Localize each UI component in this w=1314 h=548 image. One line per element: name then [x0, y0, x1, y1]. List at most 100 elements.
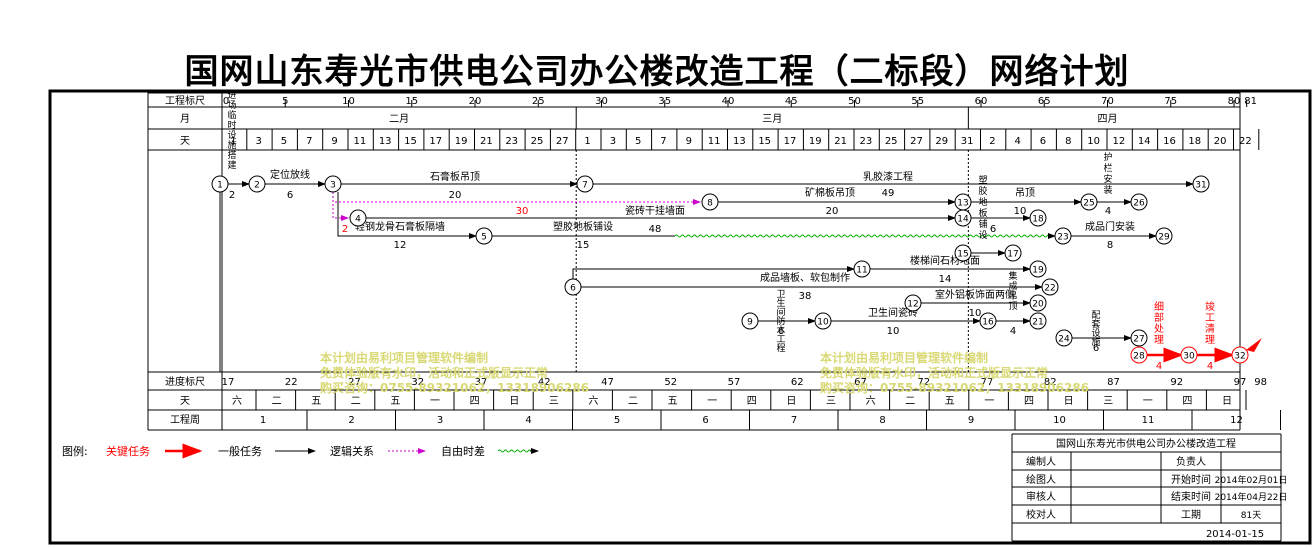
task-label: 成品墙板、软包制作: [760, 271, 850, 284]
progress-tick: 32: [411, 377, 424, 388]
day-label: 11: [354, 136, 367, 147]
task-label: 进: [227, 90, 236, 101]
task-label: 配: [1091, 310, 1100, 321]
day-label: 14: [1138, 136, 1151, 147]
task-label: 矿棉板吊顶: [805, 186, 855, 199]
progress-tick: 97: [1234, 377, 1247, 388]
legend-logic-label: 逻辑关系: [330, 444, 374, 458]
task-arrow: [572, 266, 855, 279]
info-date: 2014-01-15: [1206, 529, 1264, 540]
info-label: 绘图人: [1026, 473, 1056, 486]
day-label: 23: [860, 136, 873, 147]
day-label: 21: [480, 136, 493, 147]
day-label: 27: [556, 136, 569, 147]
progress-tick: 42: [538, 377, 551, 388]
day-label: 5: [281, 136, 287, 147]
task-duration: 15: [577, 240, 590, 251]
weekday-label: 二: [905, 396, 915, 407]
critical-duration: 4: [1207, 361, 1213, 372]
task-label: 设: [978, 230, 987, 241]
task-label: 塑: [978, 175, 987, 186]
weekday-label: 六: [588, 395, 598, 407]
task-label: 装: [1103, 184, 1112, 196]
progress-tick: 37: [475, 377, 488, 388]
node-circle: [1130, 346, 1148, 364]
task-label: 时: [227, 119, 236, 131]
progress-tick: 17: [222, 377, 235, 388]
node-circle: [1130, 193, 1148, 211]
task-label: 顶: [1008, 301, 1017, 312]
progress-tick: 57: [728, 377, 741, 388]
week-label: 12: [1230, 415, 1243, 426]
info-label: 开始时间: [1171, 473, 1211, 486]
weekday-label: 六: [232, 395, 242, 407]
node-circle: [576, 175, 594, 193]
weekday-label: 二: [628, 396, 638, 407]
node-id: 22: [1044, 284, 1055, 294]
outer-frame: [48, 89, 1312, 545]
progress-tick: 62: [791, 377, 804, 388]
day-label: 1: [230, 136, 236, 147]
task-arrow: [337, 192, 477, 239]
day-label: 6: [1040, 136, 1046, 147]
float-duration: 30: [516, 206, 529, 217]
task-duration: 20: [826, 206, 839, 217]
end-flag: [1246, 338, 1262, 352]
node-circle: [954, 244, 972, 262]
node-circle: [248, 175, 266, 193]
day-label: 4: [1014, 136, 1020, 147]
task-duration: 6: [990, 224, 996, 235]
node-id: 5: [481, 233, 487, 243]
node-circle: [1192, 175, 1210, 193]
task-duration: 12: [394, 240, 407, 251]
task-label: 板: [978, 207, 987, 219]
node-id: 10: [817, 318, 829, 328]
page-title: 国网山东寿光市供电公司办公楼改造工程（二标段）网络计划: [184, 52, 1130, 92]
task-label: 卫: [776, 290, 785, 300]
day-label: 19: [455, 136, 468, 147]
node-circle: [1055, 329, 1073, 347]
info-table-header: 国网山东寿光市供电公司办公楼改造工程: [1056, 437, 1236, 450]
task-label: 水: [776, 324, 785, 336]
node-id: 1: [217, 181, 223, 191]
node-id: 15: [957, 250, 968, 260]
progress-tick: 87: [1107, 377, 1120, 388]
weekday-label: 二: [272, 396, 282, 407]
node-circle: [1029, 312, 1047, 330]
day-label: 7: [660, 136, 666, 147]
day-label: 1: [584, 136, 590, 147]
task-label: 场: [227, 100, 236, 111]
weekday-label: 一: [707, 396, 717, 407]
task-label: 生: [776, 297, 785, 309]
day-label: 8: [1065, 136, 1071, 147]
day-label: 12: [1113, 136, 1126, 147]
critical-label: 理: [1154, 334, 1164, 346]
task-duration: 6: [778, 326, 784, 337]
node-id: 13: [957, 199, 968, 209]
week-label: 11: [1142, 415, 1155, 426]
node-id: 11: [856, 266, 867, 276]
node-circle: [1180, 346, 1198, 364]
node-id: 32: [1234, 352, 1245, 362]
critical-label: 部: [1154, 311, 1164, 324]
day-label: 13: [379, 136, 392, 147]
task-label: 设: [227, 130, 236, 141]
scale-label: 工程周: [170, 414, 200, 426]
week-label: 10: [1053, 415, 1066, 426]
task-duration: 6: [1093, 343, 1099, 354]
task-label: 成: [1008, 280, 1017, 292]
week-label: 7: [791, 415, 797, 426]
week-label: 4: [525, 415, 531, 426]
weekday-label: 三: [549, 396, 559, 407]
node-circle: [1029, 294, 1047, 312]
weekday-label: 四: [747, 396, 757, 407]
node-id: 17: [1007, 250, 1018, 260]
node-id: 19: [1032, 266, 1044, 276]
node-circle: [954, 209, 972, 227]
task-label: 室外铝板饰面两侧: [935, 288, 1015, 301]
info-value: 81天: [1241, 511, 1261, 521]
task-label: 搭: [227, 149, 236, 161]
day-label: 10: [1087, 136, 1100, 147]
node-id: 18: [1032, 215, 1044, 225]
